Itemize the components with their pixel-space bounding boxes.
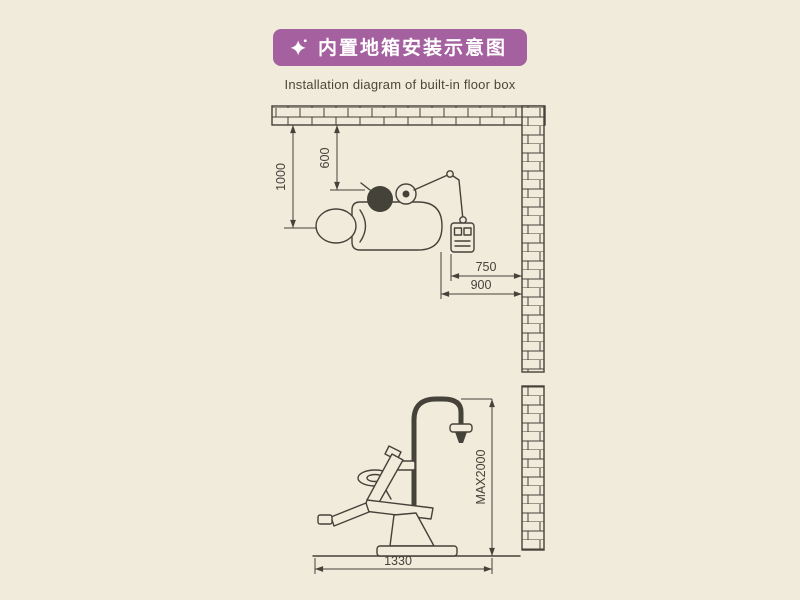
title-badge: 内置地箱安装示意图	[272, 29, 527, 66]
header: 内置地箱安装示意图 Installation diagram of built-…	[0, 29, 800, 92]
page-subtitle: Installation diagram of built-in floor b…	[284, 77, 516, 92]
arm-joint-2	[459, 216, 467, 224]
side-view-diagram: MAX2000 1330	[312, 385, 545, 574]
chair-body-inner-line	[359, 209, 367, 243]
operating-light	[455, 432, 467, 443]
floor-box-port-2	[463, 227, 472, 236]
dim-1000: 1000	[274, 125, 317, 229]
chair-footrest	[317, 514, 333, 525]
operating-light-arm	[449, 423, 473, 433]
wall-right-lower	[521, 385, 545, 551]
wall-right-upper	[521, 105, 545, 373]
floor-box-body	[450, 222, 475, 253]
dim-label-max2000: MAX2000	[474, 450, 488, 505]
wall-top	[271, 105, 546, 126]
dim-label-900: 900	[471, 278, 492, 292]
chair-body	[351, 201, 443, 251]
chair-legrest	[330, 502, 370, 527]
arm-joint-1	[446, 170, 454, 178]
dim-max2000: MAX2000	[461, 398, 495, 556]
floor-box	[450, 222, 475, 253]
dim-label-1330: 1330	[384, 554, 412, 568]
chair-side-view	[317, 396, 473, 557]
floor-box-slots	[454, 240, 471, 247]
dim-600: 600	[318, 125, 365, 191]
chair-top-view	[315, 170, 467, 251]
top-view-diagram: 1000 600 750 900	[271, 105, 546, 373]
lamp-pole	[411, 396, 464, 550]
chair-base	[376, 545, 458, 557]
unit-lever	[360, 182, 371, 191]
floor-box-port-1	[453, 227, 463, 236]
dim-1330: 1330	[314, 554, 493, 574]
dim-750: 750	[450, 254, 522, 281]
delivery-unit-joint-pin	[402, 190, 410, 198]
dim-label-600: 600	[318, 148, 332, 169]
instrument-arm	[413, 173, 464, 221]
page-title: 内置地箱安装示意图	[317, 38, 507, 59]
delivery-unit	[367, 186, 393, 212]
dim-label-750: 750	[476, 260, 497, 274]
headrest	[315, 208, 357, 244]
dim-label-1000: 1000	[274, 163, 288, 191]
dim-900: 900	[440, 252, 522, 299]
sparkle-star-icon	[290, 38, 307, 55]
